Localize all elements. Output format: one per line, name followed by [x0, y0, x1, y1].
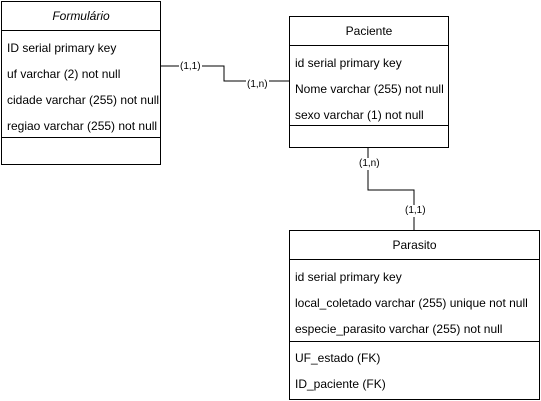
attribute-sexo: sexo varchar (1) not null — [295, 108, 424, 122]
attribute-id: id serial primary key — [295, 270, 402, 284]
cardinality-paciente-side: (1,n) — [246, 79, 269, 91]
attribute-id: ID serial primary key — [7, 41, 117, 55]
attribute-regiao: regiao varchar (255) not null — [7, 119, 158, 133]
entity-parasito-fk-section: UF_estado (FK) ID_paciente (FK) — [290, 341, 539, 397]
attribute-especie-parasito: especie_parasito varchar (255) not null — [295, 322, 503, 336]
attribute-id: id serial primary key — [295, 56, 402, 70]
attribute-uf-estado-fk: UF_estado (FK) — [295, 351, 381, 365]
entity-formulario[interactable]: Formulário ID serial primary key uf varc… — [1, 1, 161, 165]
cardinality-parasito-top: (1,1) — [404, 205, 427, 217]
entity-formulario-title: Formulário — [2, 2, 160, 31]
entity-parasito[interactable]: Parasito id serial primary key local_col… — [289, 230, 540, 400]
attribute-uf: uf varchar (2) not null — [7, 67, 121, 81]
entity-paciente[interactable]: Paciente id serial primary key Nome varc… — [289, 16, 449, 148]
attribute-cidade: cidade varchar (255) not null — [7, 93, 160, 107]
entity-paciente-attributes: id serial primary key Nome varchar (255)… — [290, 46, 448, 128]
cardinality-formulario-side: (1,1) — [179, 61, 202, 73]
entity-parasito-title: Parasito — [290, 231, 539, 260]
cardinality-paciente-bottom: (1,n) — [358, 158, 381, 170]
attribute-nome: Nome varchar (255) not null — [295, 82, 444, 96]
entity-formulario-empty-section — [2, 137, 160, 138]
entity-paciente-title: Paciente — [290, 17, 448, 46]
entity-parasito-attributes: id serial primary key local_coletado var… — [290, 260, 539, 342]
entity-formulario-attributes: ID serial primary key uf varchar (2) not… — [2, 31, 160, 139]
entity-paciente-empty-section — [290, 125, 448, 126]
attribute-local-coletado: local_coletado varchar (255) unique not … — [295, 296, 528, 310]
attribute-id-paciente-fk: ID_paciente (FK) — [295, 377, 386, 391]
